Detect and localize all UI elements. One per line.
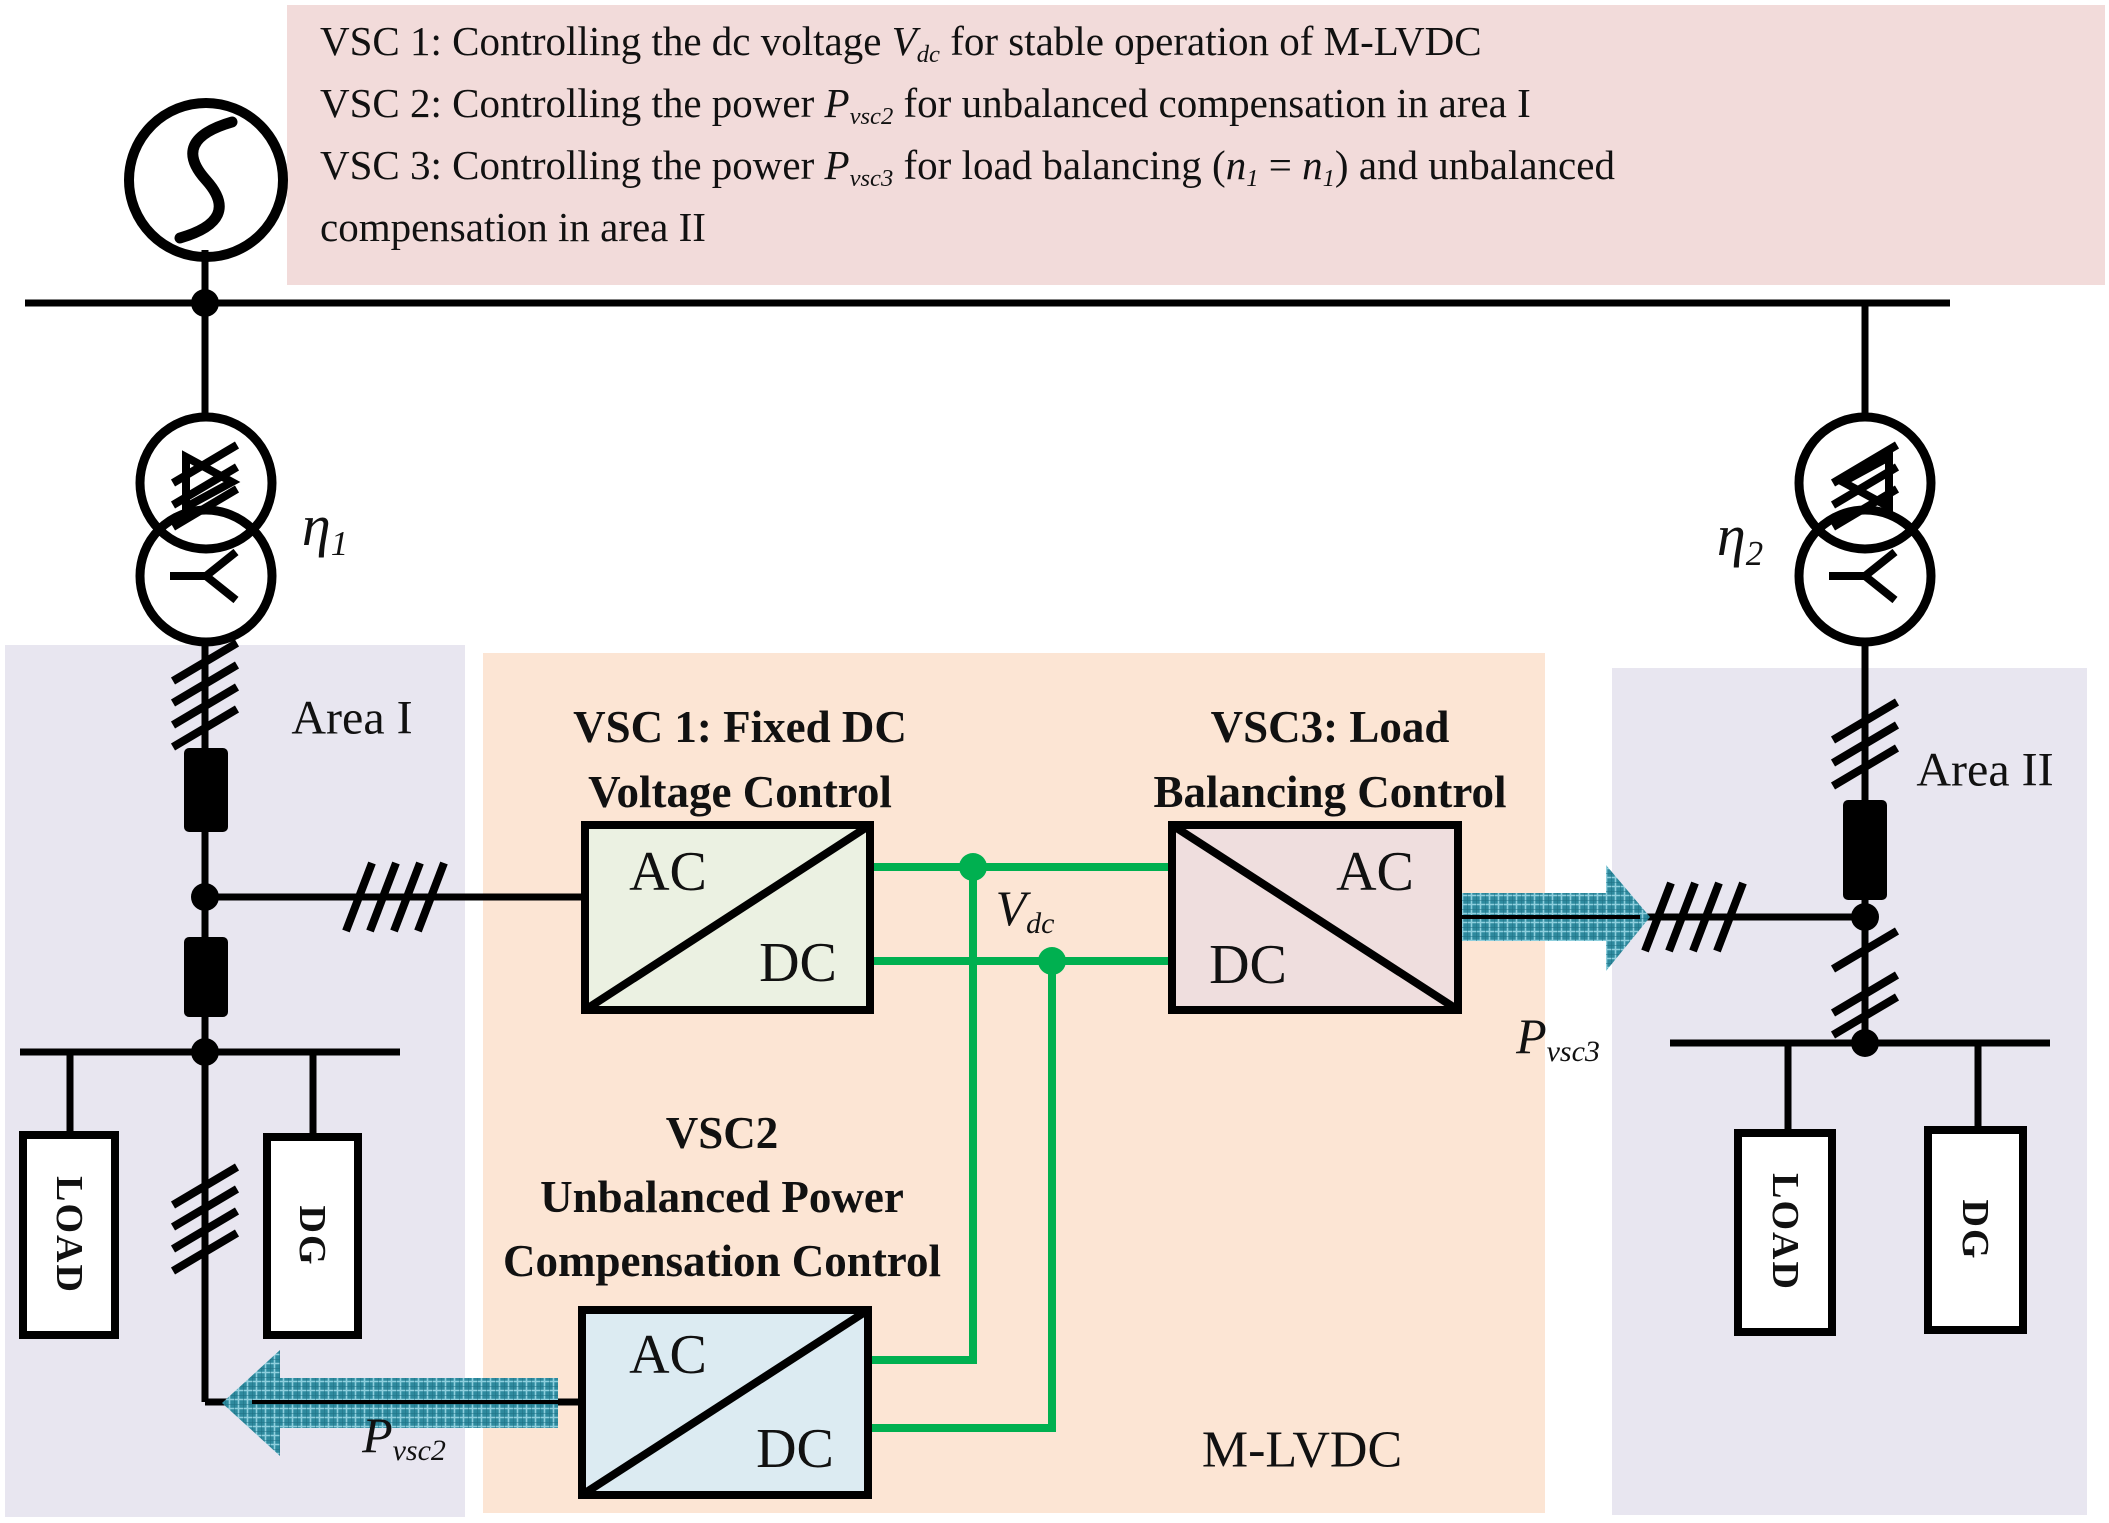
impedance-left-2 [184, 937, 228, 1017]
area1-region [5, 645, 465, 1517]
note-line-4: compensation in area II [320, 203, 706, 250]
slash-marks-right-mv [1830, 698, 1900, 790]
slash-marks-vsc1-tie [342, 861, 448, 933]
impedance-right [1843, 800, 1887, 900]
pvsc3-label: Pvsc3 [1516, 1007, 1600, 1069]
vsc2-ac-label: AC [629, 1324, 707, 1386]
vsc3-title-line1: VSC3: Load [1210, 702, 1450, 752]
vsc2-title-line3: Compensation Control [503, 1236, 941, 1286]
area1-dg-box [263, 1133, 362, 1339]
vsc1-title-line2: Voltage Control [588, 767, 892, 817]
slash-marks-right-lower [1830, 927, 1900, 1039]
pvsc3-arrow [1458, 865, 1650, 971]
dc-bus-drop-2 [868, 961, 1056, 1432]
area1-dg-label: DG [291, 1205, 333, 1267]
vsc2-converter-icon [578, 1306, 872, 1499]
dc-node-2 [1038, 947, 1066, 975]
transformer-left-icon [135, 412, 277, 647]
vsc1-title-line1: VSC 1: Fixed DC [573, 702, 907, 752]
vsc3-converter-icon [1168, 821, 1462, 1014]
slash-marks-left-mv [170, 639, 240, 751]
transformer-right-label: η2 [1716, 503, 1764, 573]
junction-source-bus [191, 289, 219, 317]
control-description-note: VSC 1: Controlling the dc voltage Vdc fo… [287, 5, 2105, 285]
mlvdc-label: M-LVDC [1201, 1421, 1403, 1479]
area1-load-label: LOAD [48, 1176, 90, 1294]
dc-bus-drop-1 [868, 867, 977, 1364]
ac-source-icon [124, 98, 288, 262]
transformer-left-label: η1 [301, 493, 349, 563]
pvsc2-arrow [222, 1350, 582, 1456]
junction-area1-bus [191, 1038, 219, 1066]
area2-load-box [1734, 1129, 1836, 1336]
vsc3-ac-label: AC [1336, 841, 1414, 903]
junction-area2-bus [1851, 1029, 1879, 1057]
area2-dg-label: DG [1954, 1199, 1996, 1261]
pvsc2-label: Pvsc2 [362, 1406, 446, 1468]
transformer-right-icon [1794, 412, 1936, 647]
vsc1-ac-label: AC [629, 841, 707, 903]
junction-right-tie [1851, 903, 1879, 931]
slash-marks-left-lower [170, 1163, 240, 1275]
impedance-left-1 [184, 748, 228, 832]
vsc2-dc-label: DC [756, 1418, 834, 1480]
vsc2-title-line2: Unbalanced Power [540, 1172, 904, 1222]
junction-left-tie [191, 883, 219, 911]
vsc1-dc-label: DC [759, 932, 837, 994]
vdc-label: Vdc [995, 879, 1055, 941]
area2-dg-box [1924, 1126, 2027, 1334]
slash-marks-vsc3-tie [1641, 881, 1747, 953]
area1-label: Area I [291, 691, 413, 745]
dc-node-1 [959, 853, 987, 881]
vsc2-title-line1: VSC2 [665, 1108, 779, 1158]
note-line-1: VSC 1: Controlling the dc voltage Vdc fo… [320, 18, 1482, 68]
area2-load-label: LOAD [1764, 1173, 1806, 1291]
area2-label: Area II [1916, 743, 2054, 797]
note-line-2: VSC 2: Controlling the power Pvsc2 for u… [320, 79, 1531, 130]
area1-load-box [19, 1131, 119, 1339]
vsc3-dc-label: DC [1209, 934, 1287, 996]
vsc1-converter-icon [581, 821, 874, 1014]
vsc3-title-line2: Balancing Control [1153, 767, 1507, 817]
note-line-3: VSC 3: Controlling the power Pvsc3 for l… [320, 141, 1615, 192]
